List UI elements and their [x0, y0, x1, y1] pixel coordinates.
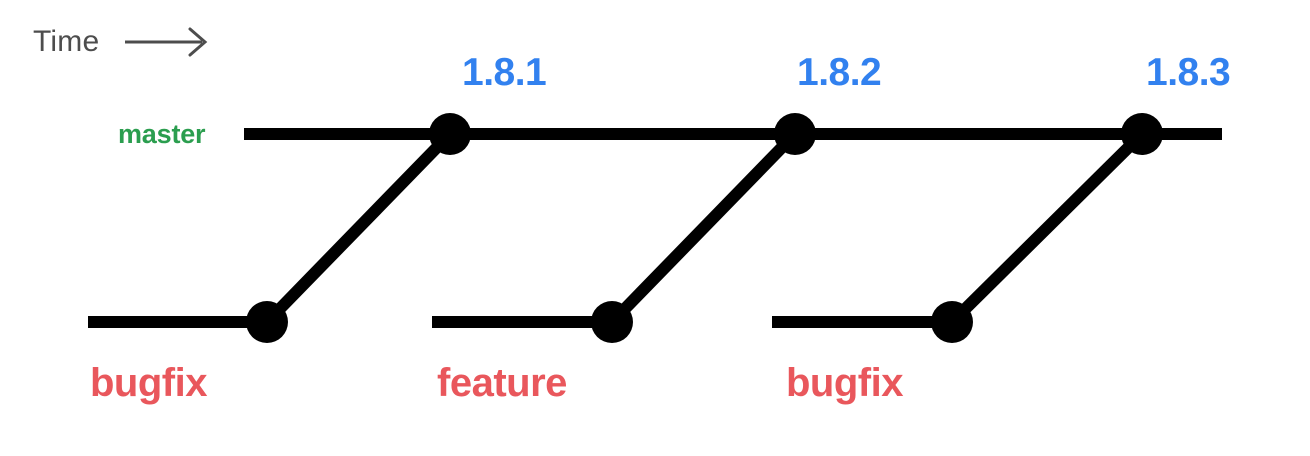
commit-node-feature-1[interactable]: [591, 301, 633, 343]
commit-node-bugfix-2[interactable]: [931, 301, 973, 343]
merge-line-bugfix-2: [947, 129, 1147, 327]
master-branch-label: master: [118, 119, 206, 149]
branch-label-feature-1: feature: [437, 361, 567, 405]
merge-line-feature-1: [607, 129, 800, 327]
commit-node-master-183[interactable]: [1121, 113, 1163, 155]
commit-node-master-181[interactable]: [429, 113, 471, 155]
branch-label-bugfix-1: bugfix: [90, 361, 207, 405]
release-tag-1.8.1: 1.8.1: [462, 51, 547, 94]
time-axis-label: Time: [33, 25, 100, 58]
time-arrow-icon: [125, 27, 208, 57]
release-tag-1.8.2: 1.8.2: [797, 51, 882, 94]
commit-node-bugfix-1[interactable]: [246, 301, 288, 343]
branch-label-bugfix-2: bugfix: [786, 361, 903, 405]
merge-line-bugfix-1: [262, 129, 455, 327]
commit-node-master-182[interactable]: [774, 113, 816, 155]
release-tag-1.8.3: 1.8.3: [1146, 51, 1231, 94]
